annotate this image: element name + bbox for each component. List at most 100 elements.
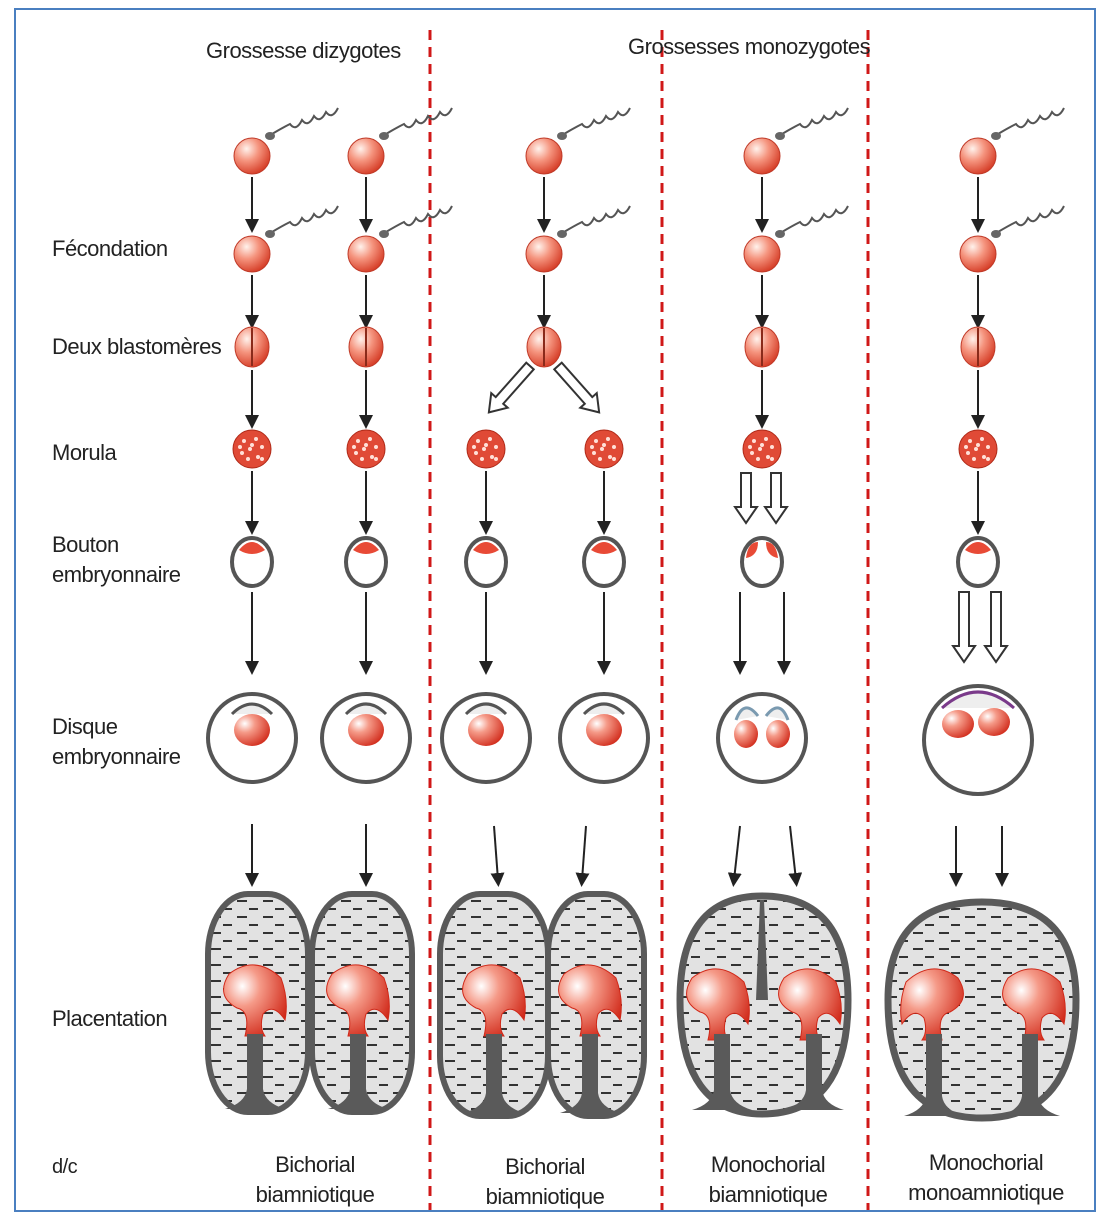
arrow [582,826,586,880]
sperm-tail [564,108,630,134]
embryo [586,714,622,746]
sperm-head [557,230,567,238]
morula-speck [606,437,610,441]
morula-speck [766,455,770,459]
result-monochorial-biamniotic: Monochorial biamniotique [688,1150,848,1210]
stage-label-fecondation: Fécondation [52,234,168,264]
sperm-tail [998,108,1064,134]
division-arrow [953,592,975,662]
morula-speck [370,455,374,459]
oocyte [234,138,270,174]
morula-speck [986,445,990,449]
result-line1: Monochorial [688,1150,848,1180]
stage-label-embryonic-button: Bouton embryonnaire [52,530,181,590]
sperm-head [379,230,389,238]
sperm-head [557,132,567,140]
stage-label-embryonic-button-line1: Bouton [52,530,181,560]
sperm-tail [998,206,1064,232]
result-line2: biamniotique [240,1180,390,1210]
morula-speck [770,457,774,461]
sperm-head [775,132,785,140]
morula-speck [368,437,372,441]
morula-speck [760,443,764,447]
sperm-tail [386,206,452,232]
morula-speck [494,445,498,449]
embryo [942,710,974,738]
sperm-tail [782,108,848,134]
arrow [494,826,498,880]
morula-speck [362,447,366,451]
blastocyst [742,538,782,586]
stage-label-embryonic-disc: Disque embryonnaire [52,712,181,772]
embryo [734,720,758,748]
result-line1: Bichorial [240,1150,390,1180]
morula-speck [480,457,484,461]
chorionic-sac [718,694,806,782]
embryo [766,720,790,748]
morula-speck [374,457,378,461]
sperm-tail [564,206,630,232]
header-monozygotic: Grossesses monozygotes [628,34,870,60]
sperm-head [991,230,1001,238]
morula-speck [250,443,254,447]
oocyte [960,236,996,272]
morula-speck [770,445,774,449]
morula-speck [976,443,980,447]
sperm-head [265,230,275,238]
morula-speck [964,445,968,449]
morula-speck [764,437,768,441]
oocyte [526,138,562,174]
morula-speck [494,457,498,461]
result-line2: biamniotique [470,1182,620,1212]
morula-speck [982,455,986,459]
sperm-head [379,132,389,140]
morula-speck [966,451,970,455]
arrow [790,826,796,880]
embryo [234,714,270,746]
stage-label-placentation: Placentation [52,1004,167,1034]
morula-speck [474,451,478,455]
sperm-head [265,132,275,140]
stage-label-embryonic-button-line2: embryonnaire [52,560,181,590]
morula-speck [590,445,594,449]
morula-speck [482,447,486,451]
morula-speck [598,457,602,461]
morula-speck [594,439,598,443]
morula-speck [360,457,364,461]
oocyte [348,138,384,174]
sperm-tail [272,206,338,232]
arrow [734,826,740,880]
stage-label-two-blastomeres: Deux blastomères [52,332,221,362]
morula-speck [352,445,356,449]
morula-speck [256,455,260,459]
footer-label: d/c [52,1152,77,1182]
oocyte [234,236,270,272]
morula-speck [612,445,616,449]
morula-speck [592,451,596,455]
morula-speck [608,455,612,459]
result-monochorial-monoamniotic: Monochorial monoamniotique [896,1148,1076,1208]
stage-label-embryonic-disc-line2: embryonnaire [52,742,181,772]
sperm-tail [782,206,848,232]
morula-speck [972,457,976,461]
morula-speck [986,457,990,461]
morula-speck [240,451,244,455]
morula-speck [612,457,616,461]
division-arrow [735,473,757,523]
morula-speck [354,451,358,455]
sperm-tail [386,108,452,134]
morula-speck [476,439,480,443]
embryo [978,708,1010,736]
division-arrow [489,363,534,413]
oocyte [348,236,384,272]
morula-speck [242,439,246,443]
oocyte [744,236,780,272]
sperm-head [991,132,1001,140]
division-arrow [765,473,787,523]
morula-speck [758,447,762,451]
morula-speck [602,443,606,447]
morula-speck [248,447,252,451]
morula-speck [750,451,754,455]
oocyte [960,138,996,174]
